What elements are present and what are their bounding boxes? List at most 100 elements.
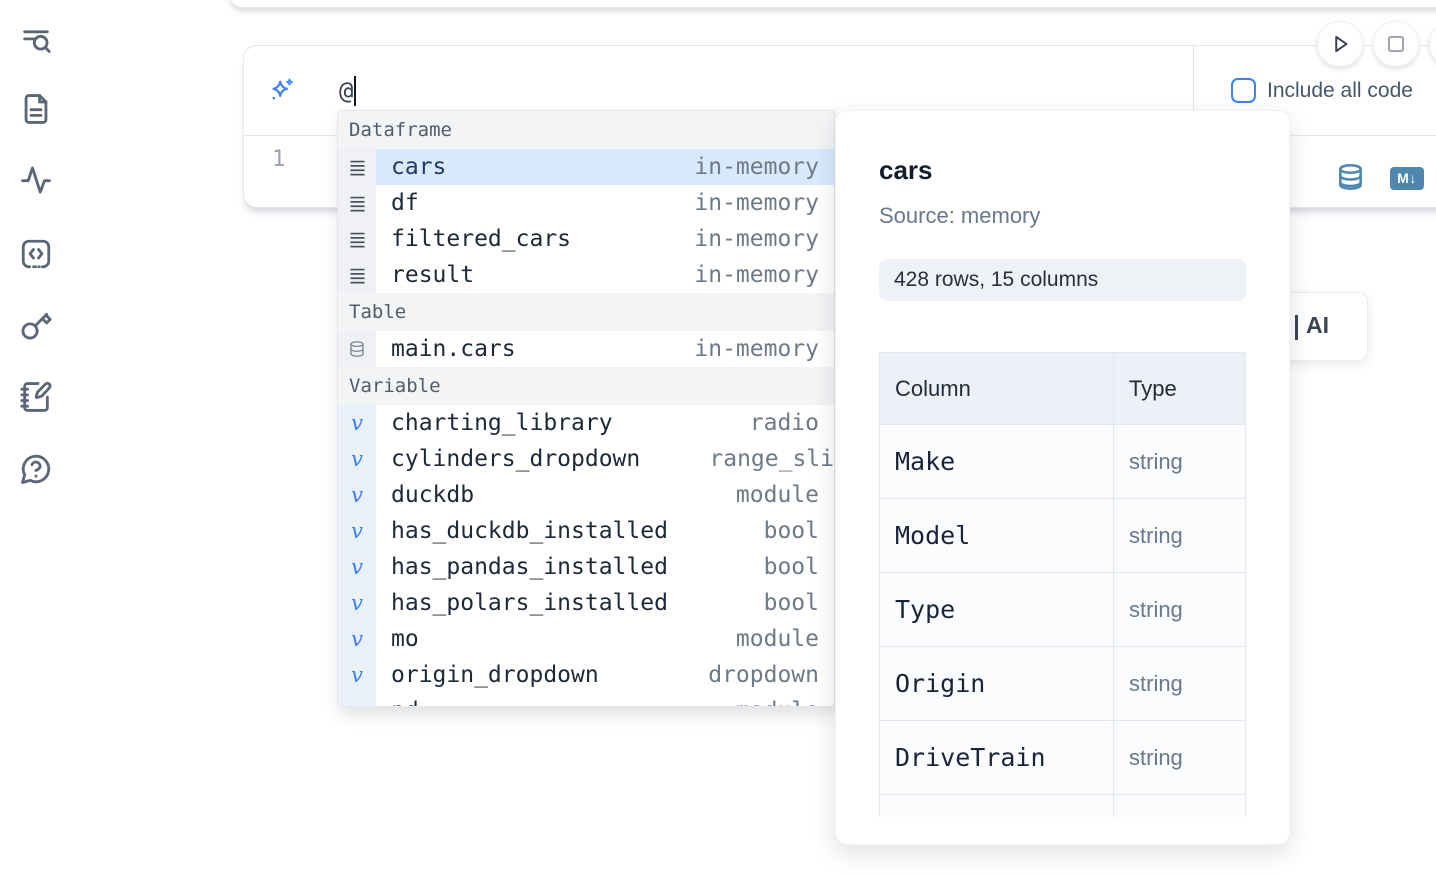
play-icon [1335,35,1348,53]
preview-shape-badge: 428 rows, 15 columns [879,259,1246,301]
dataframe-preview-panel: cars Source: memory 428 rows, 15 columns… [835,110,1290,845]
completion-item-cylinders_dropdown[interactable]: v cylinders_dropdown range_sli [338,441,834,477]
completion-group-header: Table [338,293,834,331]
dataframe-icon [338,185,376,221]
completion-item-has_duckdb_installed[interactable]: v has_duckdb_installed bool [338,513,834,549]
completion-item-type: module [735,626,819,652]
completion-item-type: in-memory [694,190,819,216]
completion-item-name: filtered_cars [391,226,572,252]
generate-with-ai-button[interactable]: AI [1278,292,1368,361]
completion-item-type: bool [763,554,819,580]
schema-column-type: string [1113,424,1246,499]
completion-item-type: in-memory [694,336,819,362]
variable-icon: v [338,693,376,706]
include-all-code-row: Include all code [1193,46,1436,135]
variable-icon: v [338,405,376,441]
schema-row [879,794,1246,817]
schema-column-type: string [1113,720,1246,795]
schema-header-type: Type [1113,352,1246,425]
clipped-letter [1295,315,1298,340]
variable-icon: v [338,513,376,549]
schema-column-name [879,794,1114,817]
completion-item-name: cars [391,154,447,180]
completion-item-name: main.cars [391,336,516,362]
completion-item-type: bool [763,518,819,544]
completion-item-type: range_sli [709,446,834,472]
schema-column-type: string [1113,646,1246,721]
completion-item-pd[interactable]: vpdmodule [338,693,834,706]
table-of-contents-search-icon[interactable] [19,24,53,58]
schema-column-type [1113,794,1246,817]
variable-icon: v [338,477,376,513]
variable-icon: v [338,585,376,621]
include-all-code-label: Include all code [1267,78,1413,102]
left-sidebar [0,0,72,874]
completion-item-type: in-memory [694,154,819,180]
completion-group-header: Variable [338,367,834,405]
completion-item-name: origin_dropdown [391,662,599,688]
schema-column-name: Model [879,498,1114,573]
dataframe-icon [338,149,376,185]
completion-item-name: df [391,190,419,216]
code-snippets-icon[interactable] [19,237,53,271]
stop-cell-button[interactable] [1373,21,1419,67]
variable-icon: v [338,441,376,477]
schema-column-name: Origin [879,646,1114,721]
text-cursor [354,75,357,106]
activity-icon[interactable] [19,163,53,197]
dataframe-icon [338,257,376,293]
completion-item-filtered_cars[interactable]: filtered_cars in-memory [338,221,834,257]
completion-item-name: has_pandas_installed [391,554,668,580]
ai-prompt-input[interactable]: @ [244,46,1193,135]
schema-column-name: DriveTrain [879,720,1114,795]
completion-item-has_polars_installed[interactable]: v has_polars_installed bool [338,585,834,621]
variable-icon: v [338,657,376,693]
completion-item-name: mo [391,626,419,652]
preview-source: Source: memory [879,203,1041,228]
completion-item-main.cars[interactable]: main.cars in-memory [338,331,834,367]
run-cell-button[interactable] [1317,21,1363,67]
completion-item-name: pd [376,698,736,706]
schema-header-column: Column [879,352,1114,425]
schema-column-name: Make [879,424,1114,499]
completion-item-type: in-memory [694,226,819,252]
completion-item-type: bool [763,590,819,616]
help-chat-icon[interactable] [19,452,53,486]
schema-column-type: string [1113,498,1246,573]
table-icon [338,331,376,367]
markdown-icon[interactable]: M↓ [1390,167,1424,190]
ai-prompt-row: @ Include all code [244,46,1436,135]
secrets-key-icon[interactable] [19,308,53,342]
completion-item-name: has_duckdb_installed [391,518,668,544]
completion-item-name: cylinders_dropdown [391,446,641,472]
preview-title: cars [879,155,933,185]
line-number: 1 [272,147,286,172]
datasource-database-icon[interactable] [1336,161,1365,193]
completion-item-name: has_polars_installed [391,590,668,616]
completion-item-type: radio [749,410,819,436]
previous-cell-bottom [228,0,1436,8]
completion-item-name: charting_library [391,410,613,436]
completion-item-df[interactable]: df in-memory [338,185,834,221]
documentation-file-icon[interactable] [19,92,53,126]
include-all-code-checkbox[interactable] [1231,78,1256,103]
variable-icon: v [338,621,376,657]
completion-item-type: in-memory [694,262,819,288]
completion-item-type: module [735,482,819,508]
completion-item-charting_library[interactable]: v charting_library radio [338,405,834,441]
schema-column-type: string [1113,572,1246,647]
scratchpad-notebook-icon[interactable] [19,380,53,414]
completion-item-cars[interactable]: cars in-memory [338,149,834,185]
